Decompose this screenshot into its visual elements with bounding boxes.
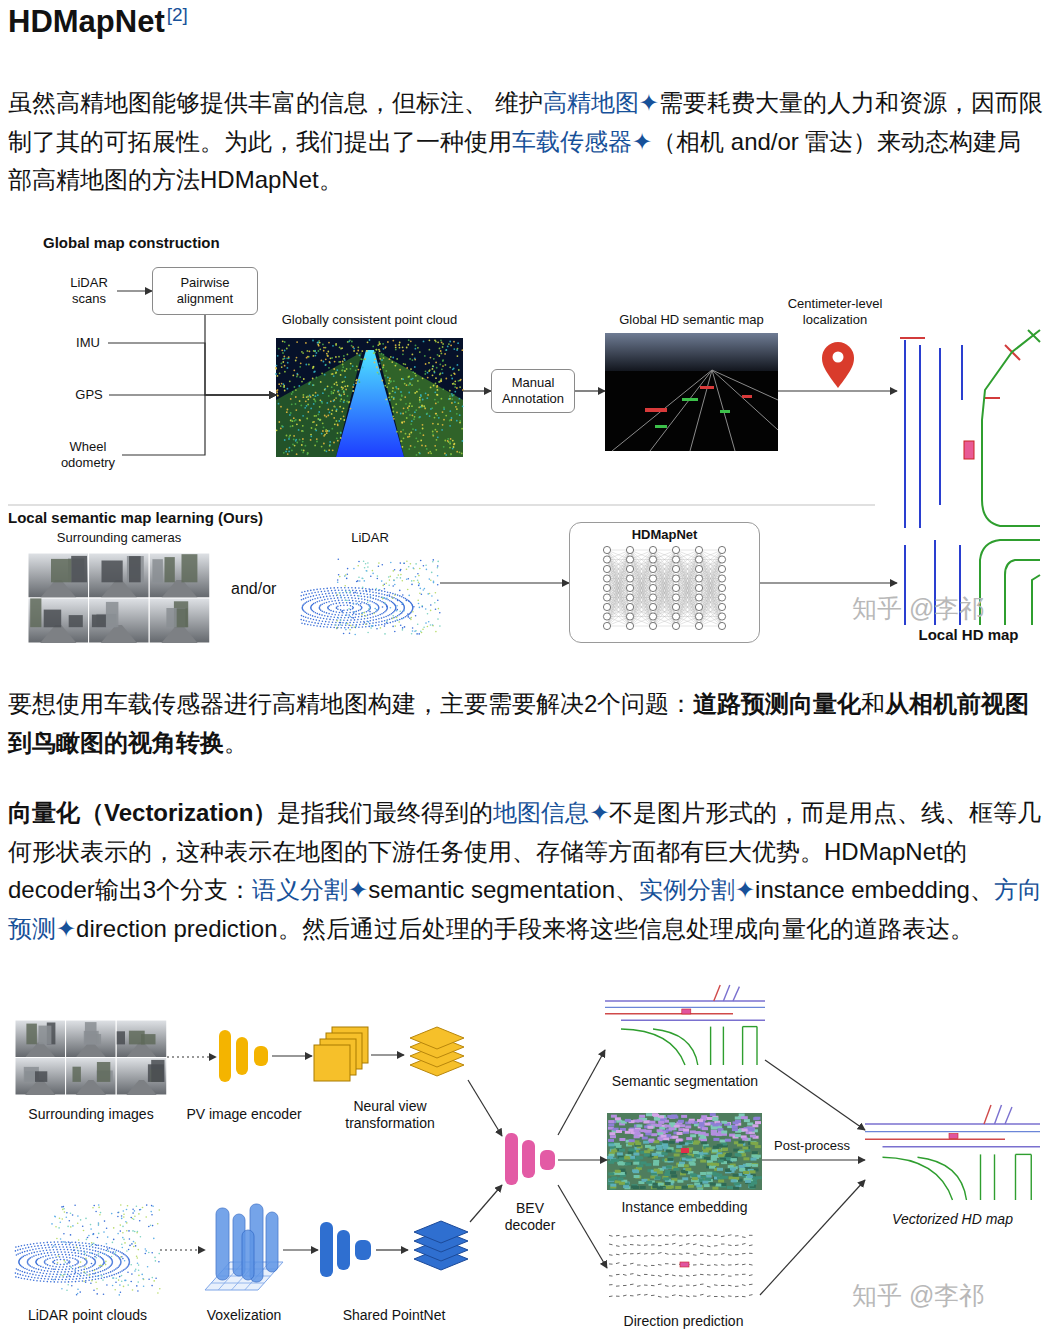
page-stage: HDMapNet[2]虽然高精地图能够提供丰富的信息，但标注、 维护高精地图✦需… <box>0 0 1051 1340</box>
